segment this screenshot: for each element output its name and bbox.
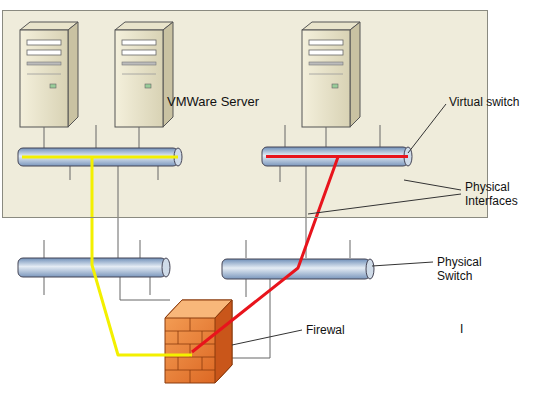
leader-lines — [232, 104, 461, 345]
callout-label: Physical Interfaces — [465, 180, 535, 208]
host-box: VMWare Server — [2, 10, 488, 218]
firewall-icon — [165, 300, 232, 383]
host-title: VMWare Server — [167, 94, 259, 109]
callout-label: Firewal — [306, 323, 376, 337]
yellow-path — [92, 157, 192, 355]
callout-label: Virtual switch — [449, 95, 537, 109]
callout-label: Physical Switch — [437, 255, 507, 283]
virtual-switch — [18, 148, 182, 166]
callout-label: I — [460, 322, 480, 336]
red-path — [192, 157, 338, 352]
host-fill — [2, 10, 488, 218]
